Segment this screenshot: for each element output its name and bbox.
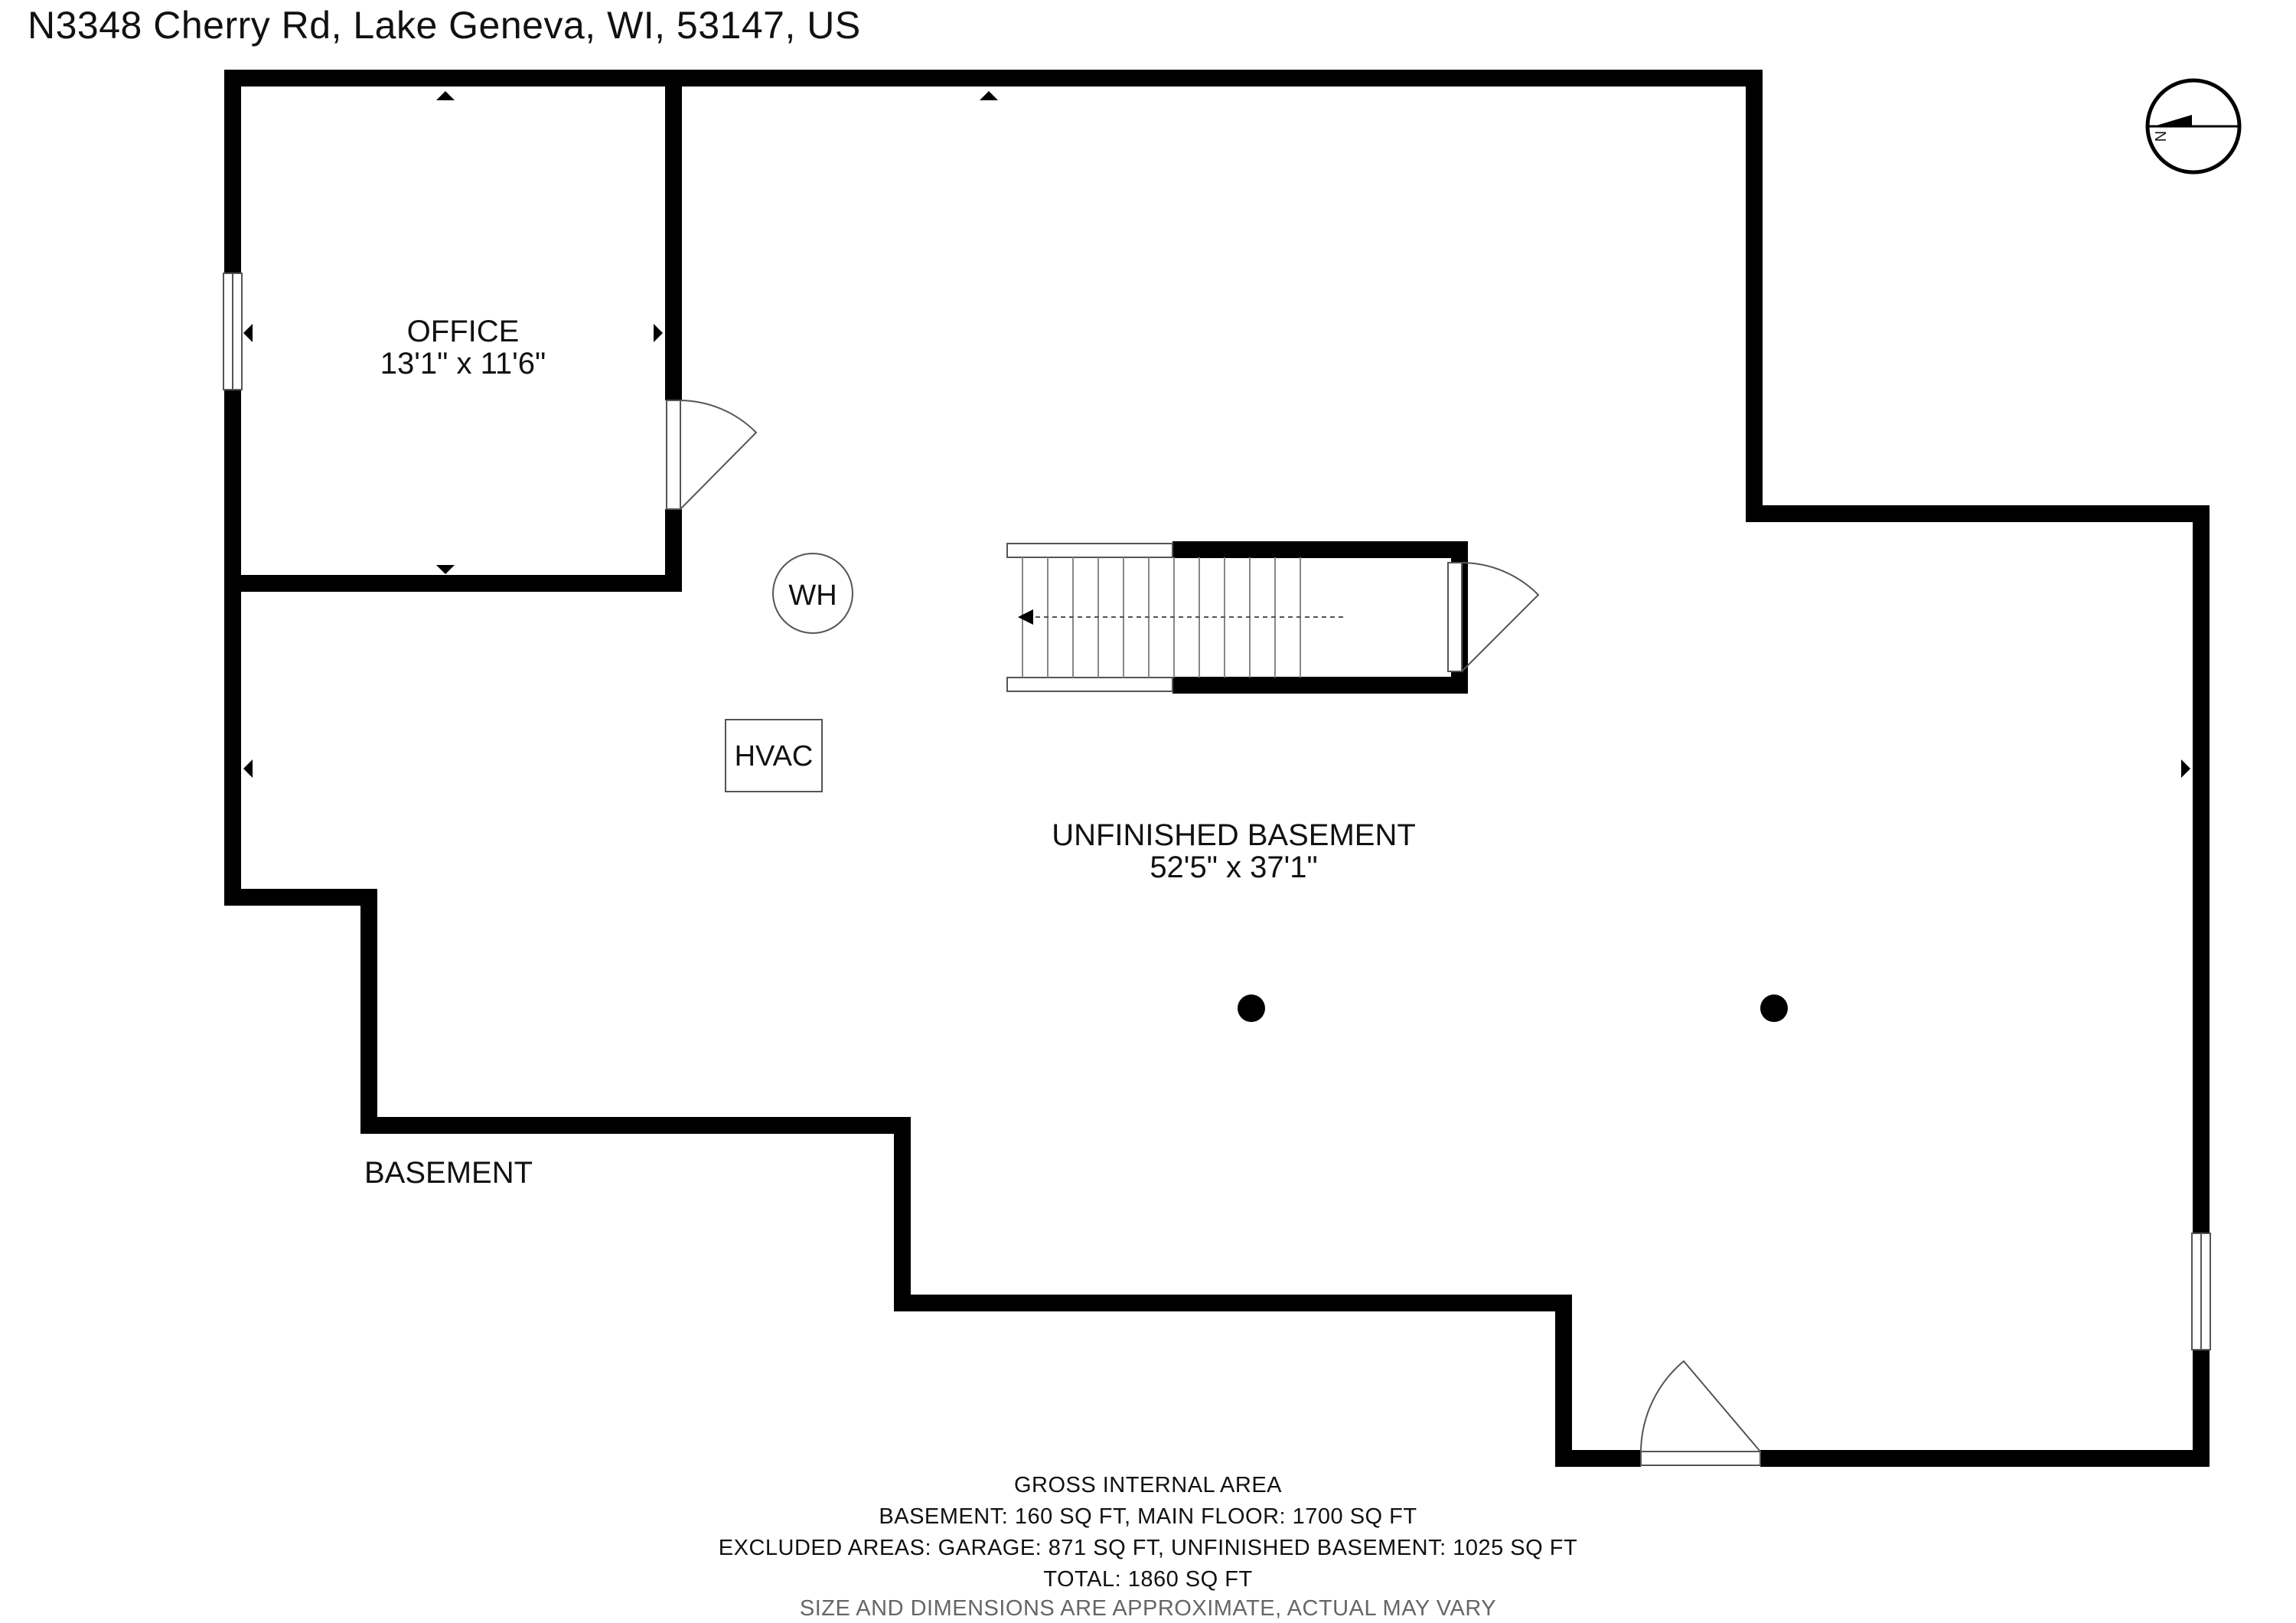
office-wall — [233, 78, 682, 592]
dimension-markers — [243, 91, 2190, 778]
staircase — [1006, 541, 1540, 694]
office-room-dimensions: 13'1" x 11'6" — [380, 347, 546, 380]
compass-needle-icon — [2154, 115, 2192, 126]
exterior-door — [1640, 1360, 1761, 1468]
total-area: TOTAL: 1860 SQ FT — [1043, 1567, 1253, 1592]
north-compass: N — [2145, 78, 2242, 175]
property-address: N3348 Cherry Rd, Lake Geneva, WI, 53147,… — [28, 4, 861, 47]
office-window — [223, 273, 243, 390]
area-breakdown: BASEMENT: 160 SQ FT, MAIN FLOOR: 1700 SQ… — [879, 1504, 1417, 1529]
office-door — [664, 400, 758, 510]
compass-north-letter: N — [2153, 131, 2170, 142]
excluded-areas: EXCLUDED AREAS: GARAGE: 871 SQ FT, UNFIN… — [718, 1536, 1578, 1560]
floor-level-label: BASEMENT — [364, 1156, 533, 1190]
hvac-symbol — [725, 719, 823, 792]
support-post — [1760, 994, 1788, 1022]
water-heater-symbol — [772, 553, 853, 634]
east-window — [2191, 1233, 2211, 1350]
basement-room-name: UNFINISHED BASEMENT — [1052, 818, 1416, 852]
water-heater-label: WH — [788, 580, 837, 612]
support-post — [1238, 994, 1265, 1022]
office-room-name: OFFICE — [407, 315, 520, 348]
exterior-walls — [224, 70, 2210, 1467]
stair-direction-arrow — [1018, 609, 1033, 625]
disclaimer: SIZE AND DIMENSIONS ARE APPROXIMATE, ACT… — [799, 1596, 1497, 1621]
hvac-label: HVAC — [735, 740, 814, 772]
basement-room-dimensions: 52'5" x 37'1" — [1150, 851, 1317, 884]
area-heading: GROSS INTERNAL AREA — [1013, 1473, 1283, 1497]
